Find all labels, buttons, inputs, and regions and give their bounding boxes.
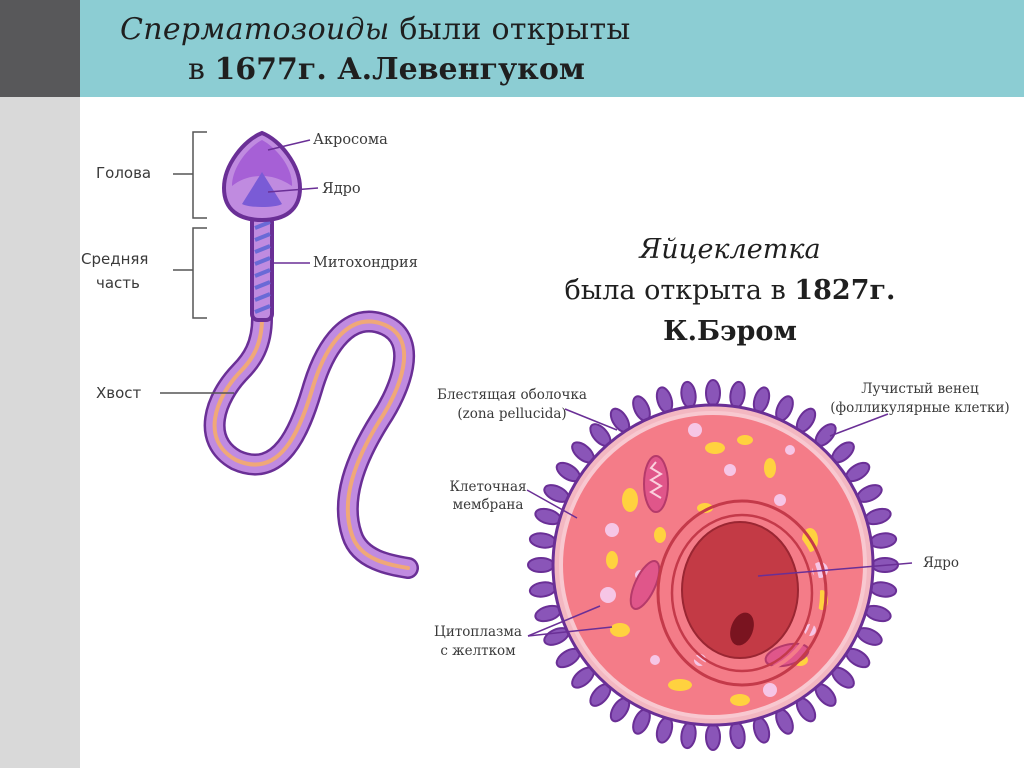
egg-title-year: 1827г. [794,275,896,306]
egg-diagram [526,379,913,751]
label-acrosome: Акросома [313,132,388,148]
egg-title-line2: была открыта в 1827г. [520,271,940,311]
follicle-cell [705,723,721,751]
follicle-cell [527,557,555,573]
egg-title-author: К.Бэром [663,316,797,347]
label-tail: Хвост [96,384,142,402]
egg-nucleus-shape [681,521,799,659]
slide-title-line2: в 1677г. А.Левенгуком [188,52,585,87]
left-strip [0,97,80,768]
sperm-diagram [160,130,419,579]
title-italic-word: Сперматозоиды [120,12,390,47]
label-zona-line2: (zona pellucida) [457,406,567,422]
label-mitochondria: Митохондрия [313,255,418,271]
left-strip-top [0,0,80,97]
egg-title-line3: К.Бэром [520,312,940,352]
label-midpiece-line1: Средняя [81,250,149,268]
label-head: Голова [96,164,152,182]
title-line1-rest: были открыты [389,12,631,47]
er-gap [664,509,820,677]
follicle-cell [680,380,697,409]
follicle-cell [729,721,746,750]
title-banner [80,0,1024,97]
follicle-cell [528,532,557,549]
label-corona-line2: (фолликулярные клетки) [830,400,1010,416]
slide-title-line1: Сперматозоиды были открыты [120,12,631,47]
follicle-cell [869,532,898,549]
egg-title-word: Яйцеклетка [639,234,821,265]
label-cytoplasm-line2: с желтком [440,643,516,659]
label-sperm-nucleus: Ядро [322,181,361,197]
mitochondria-spiral [254,220,271,314]
label-corona-line1: Лучистый венец [861,381,979,397]
title-line2-bold: 1677г. А.Левенгуком [214,52,585,87]
nucleolus [730,612,754,646]
acrosome-shape [232,140,293,186]
follicle-cell [869,581,898,598]
label-cytoplasm-line1: Цитоплазма [434,624,522,640]
follicle-cell [705,379,721,407]
egg-title-line1: Яйцеклетка [520,230,940,270]
label-membrane-line1: Клеточная [449,479,527,495]
er-inner [670,513,814,673]
follicle-cell [528,581,557,598]
corona-radiata [527,379,899,751]
label-egg-nucleus: Ядро [923,555,959,571]
title-line2-prefix: в [188,52,215,87]
brackets [160,131,234,394]
follicle-cell [729,380,746,409]
sperm-tail-core [212,316,410,570]
endoplasmic-reticulum [656,499,828,687]
egg-title-prefix: была открыта в [564,275,795,306]
egg-pointer-lines [526,408,913,637]
sperm-nucleus-shape [242,172,282,207]
sperm-pointer-lines [267,139,319,264]
label-zona-line1: Блестящая оболочка [437,387,587,403]
label-membrane-line2: мембрана [452,497,524,513]
follicle-cell [680,721,697,750]
label-midpiece-line2: часть [96,274,140,292]
cytoplasm-contents [600,423,828,706]
